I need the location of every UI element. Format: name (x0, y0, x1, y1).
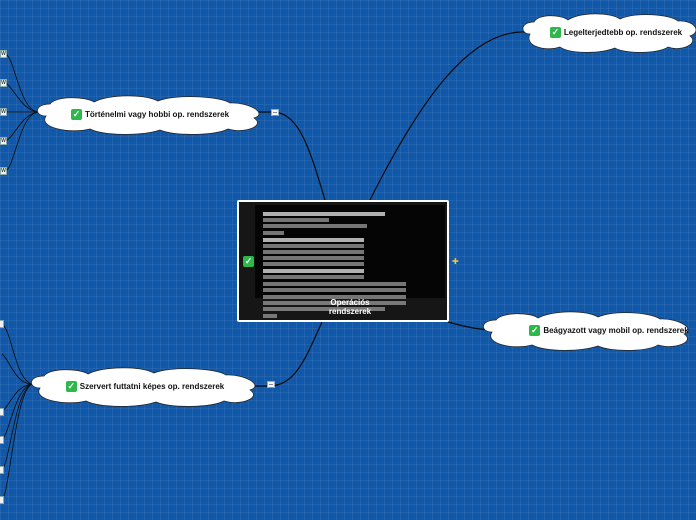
topic-embedded-os[interactable]: ✓ Beágyazott vagy mobil op. rendszerek (480, 310, 694, 351)
dos-screenshot-image (255, 205, 445, 318)
leaf-node-icon[interactable] (0, 436, 4, 444)
topic-server-os[interactable]: ✓ Szervert futtatni képes op. rendszerek (28, 366, 262, 407)
leaf-node-icon[interactable]: W (0, 137, 7, 145)
leaf-node-icon[interactable] (0, 496, 4, 504)
leaf-node-icon[interactable] (0, 408, 4, 416)
leaf-node-icon[interactable]: W (0, 50, 7, 58)
topic-popular-os[interactable]: ✓ Legelterjedtebb op. rendszerek (520, 12, 696, 53)
central-topic-title-line1: Operációs (330, 298, 370, 307)
check-icon: ✓ (549, 26, 561, 38)
topic-embedded-label: Beágyazott vagy mobil op. rendszerek (543, 325, 689, 335)
check-icon: ✓ (529, 324, 541, 336)
leaf-node-icon[interactable]: W (0, 167, 7, 175)
leaf-node-icon[interactable] (0, 466, 4, 474)
check-icon: ✓ (70, 108, 82, 120)
central-topic-title-line2: rendszerek (328, 307, 372, 316)
leaf-node-icon[interactable]: W (0, 108, 7, 116)
check-icon: ✓ (243, 256, 254, 267)
central-topic-operating-systems[interactable]: ✓ Operációs rendszerek (237, 200, 449, 322)
note-icon[interactable] (267, 381, 275, 388)
central-topic-title: Operációs rendszerek (255, 298, 445, 316)
pin-icon[interactable]: ✚ (452, 257, 459, 266)
topic-popular-label: Legelterjedtebb op. rendszerek (563, 27, 683, 37)
check-icon: ✓ (65, 380, 77, 392)
leaf-node-icon[interactable]: W (0, 79, 7, 87)
note-icon[interactable] (271, 109, 279, 116)
leaf-node-icon[interactable] (0, 320, 4, 328)
topic-server-label: Szervert futtatni képes op. rendszerek (79, 381, 225, 391)
topic-historic-label: Történelmi vagy hobbi op. rendszerek (84, 109, 230, 119)
topic-historic-os[interactable]: ✓ Történelmi vagy hobbi op. rendszerek (34, 94, 266, 135)
